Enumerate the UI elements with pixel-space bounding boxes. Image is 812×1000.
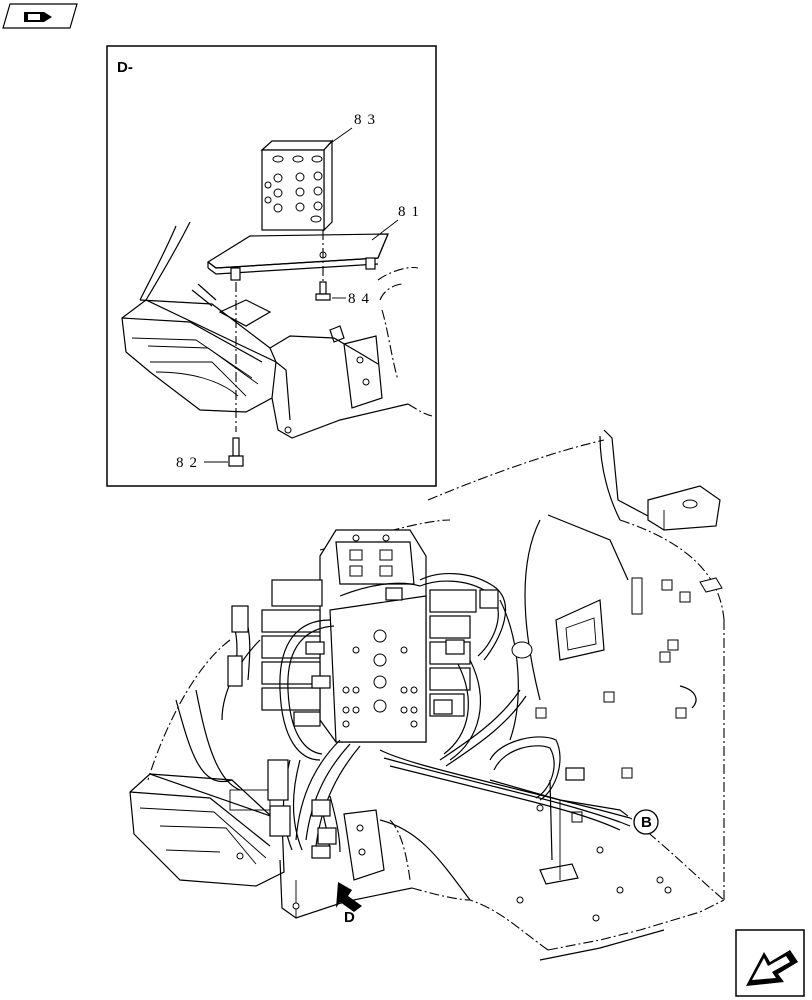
previous-page-book-icon[interactable] <box>2 3 78 29</box>
lower-bracket <box>279 809 471 919</box>
next-page-arrow-icon[interactable] <box>735 929 805 997</box>
detail-view-label: D- <box>117 59 133 76</box>
bolt-84-part <box>315 281 331 301</box>
callout-83: 83 <box>354 112 381 128</box>
hose-fittings <box>227 587 585 859</box>
detail-frame-structure <box>121 221 409 439</box>
valve-block-part <box>260 139 334 232</box>
mounting-plate-part <box>206 233 389 281</box>
chassis-frame-outline <box>147 429 725 961</box>
view-arrow-label: D <box>344 909 355 926</box>
bolt-82-part <box>228 437 244 467</box>
callout-84: 84 <box>348 291 375 307</box>
view-arrow-d <box>336 882 362 912</box>
callout-81: 81 <box>398 204 425 220</box>
hydraulic-hoses <box>231 573 631 857</box>
connector-b-marker <box>633 809 659 835</box>
callout-82: 82 <box>176 455 203 471</box>
detail-frame <box>106 45 437 487</box>
connector-label: B <box>641 814 652 831</box>
